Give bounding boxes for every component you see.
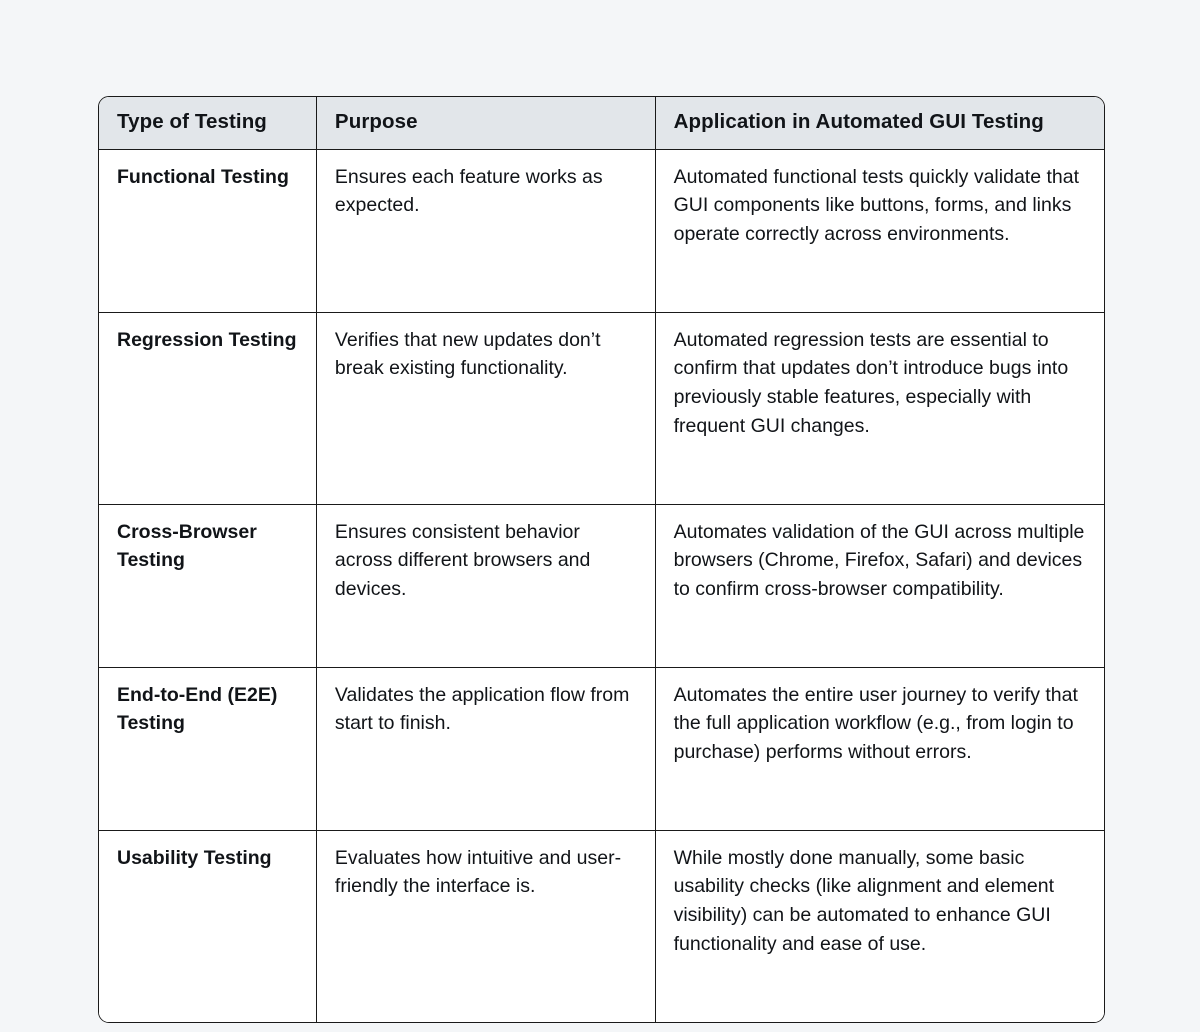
cell-application: Automated regression tests are essential… [655,312,1104,505]
table-header-row: Type of Testing Purpose Application in A… [99,97,1104,150]
cell-application: While mostly done manually, some basic u… [655,830,1104,1022]
table-row: Functional Testing Ensures each feature … [99,149,1104,313]
table-row: Usability Testing Evaluates how intuitiv… [99,830,1104,1022]
cell-application: Automates the entire user journey to ver… [655,667,1104,831]
table-row: End-to-End (E2E) Testing Validates the a… [99,667,1104,831]
cell-type-of-testing: End-to-End (E2E) Testing [99,667,317,831]
cell-purpose: Evaluates how intuitive and user-friendl… [316,830,656,1022]
cell-application: Automated functional tests quickly valid… [655,149,1104,313]
column-header-purpose: Purpose [316,97,656,150]
column-header-application: Application in Automated GUI Testing [655,97,1104,150]
cell-application: Automates validation of the GUI across m… [655,504,1104,668]
cell-purpose: Verifies that new updates don’t break ex… [316,312,656,505]
cell-purpose: Ensures each feature works as expected. [316,149,656,313]
column-header-type-of-testing: Type of Testing [99,97,317,150]
testing-types-table-container: Type of Testing Purpose Application in A… [98,96,1105,1023]
cell-type-of-testing: Regression Testing [99,312,317,505]
table-row: Cross-Browser Testing Ensures consistent… [99,504,1104,668]
cell-purpose: Ensures consistent behavior across diffe… [316,504,656,668]
table-row: Regression Testing Verifies that new upd… [99,312,1104,505]
table-body: Functional Testing Ensures each feature … [99,149,1104,1022]
testing-types-table: Type of Testing Purpose Application in A… [99,97,1104,1022]
cell-purpose: Validates the application flow from star… [316,667,656,831]
cell-type-of-testing: Functional Testing [99,149,317,313]
cell-type-of-testing: Usability Testing [99,830,317,1022]
cell-type-of-testing: Cross-Browser Testing [99,504,317,668]
table-header: Type of Testing Purpose Application in A… [99,97,1104,150]
